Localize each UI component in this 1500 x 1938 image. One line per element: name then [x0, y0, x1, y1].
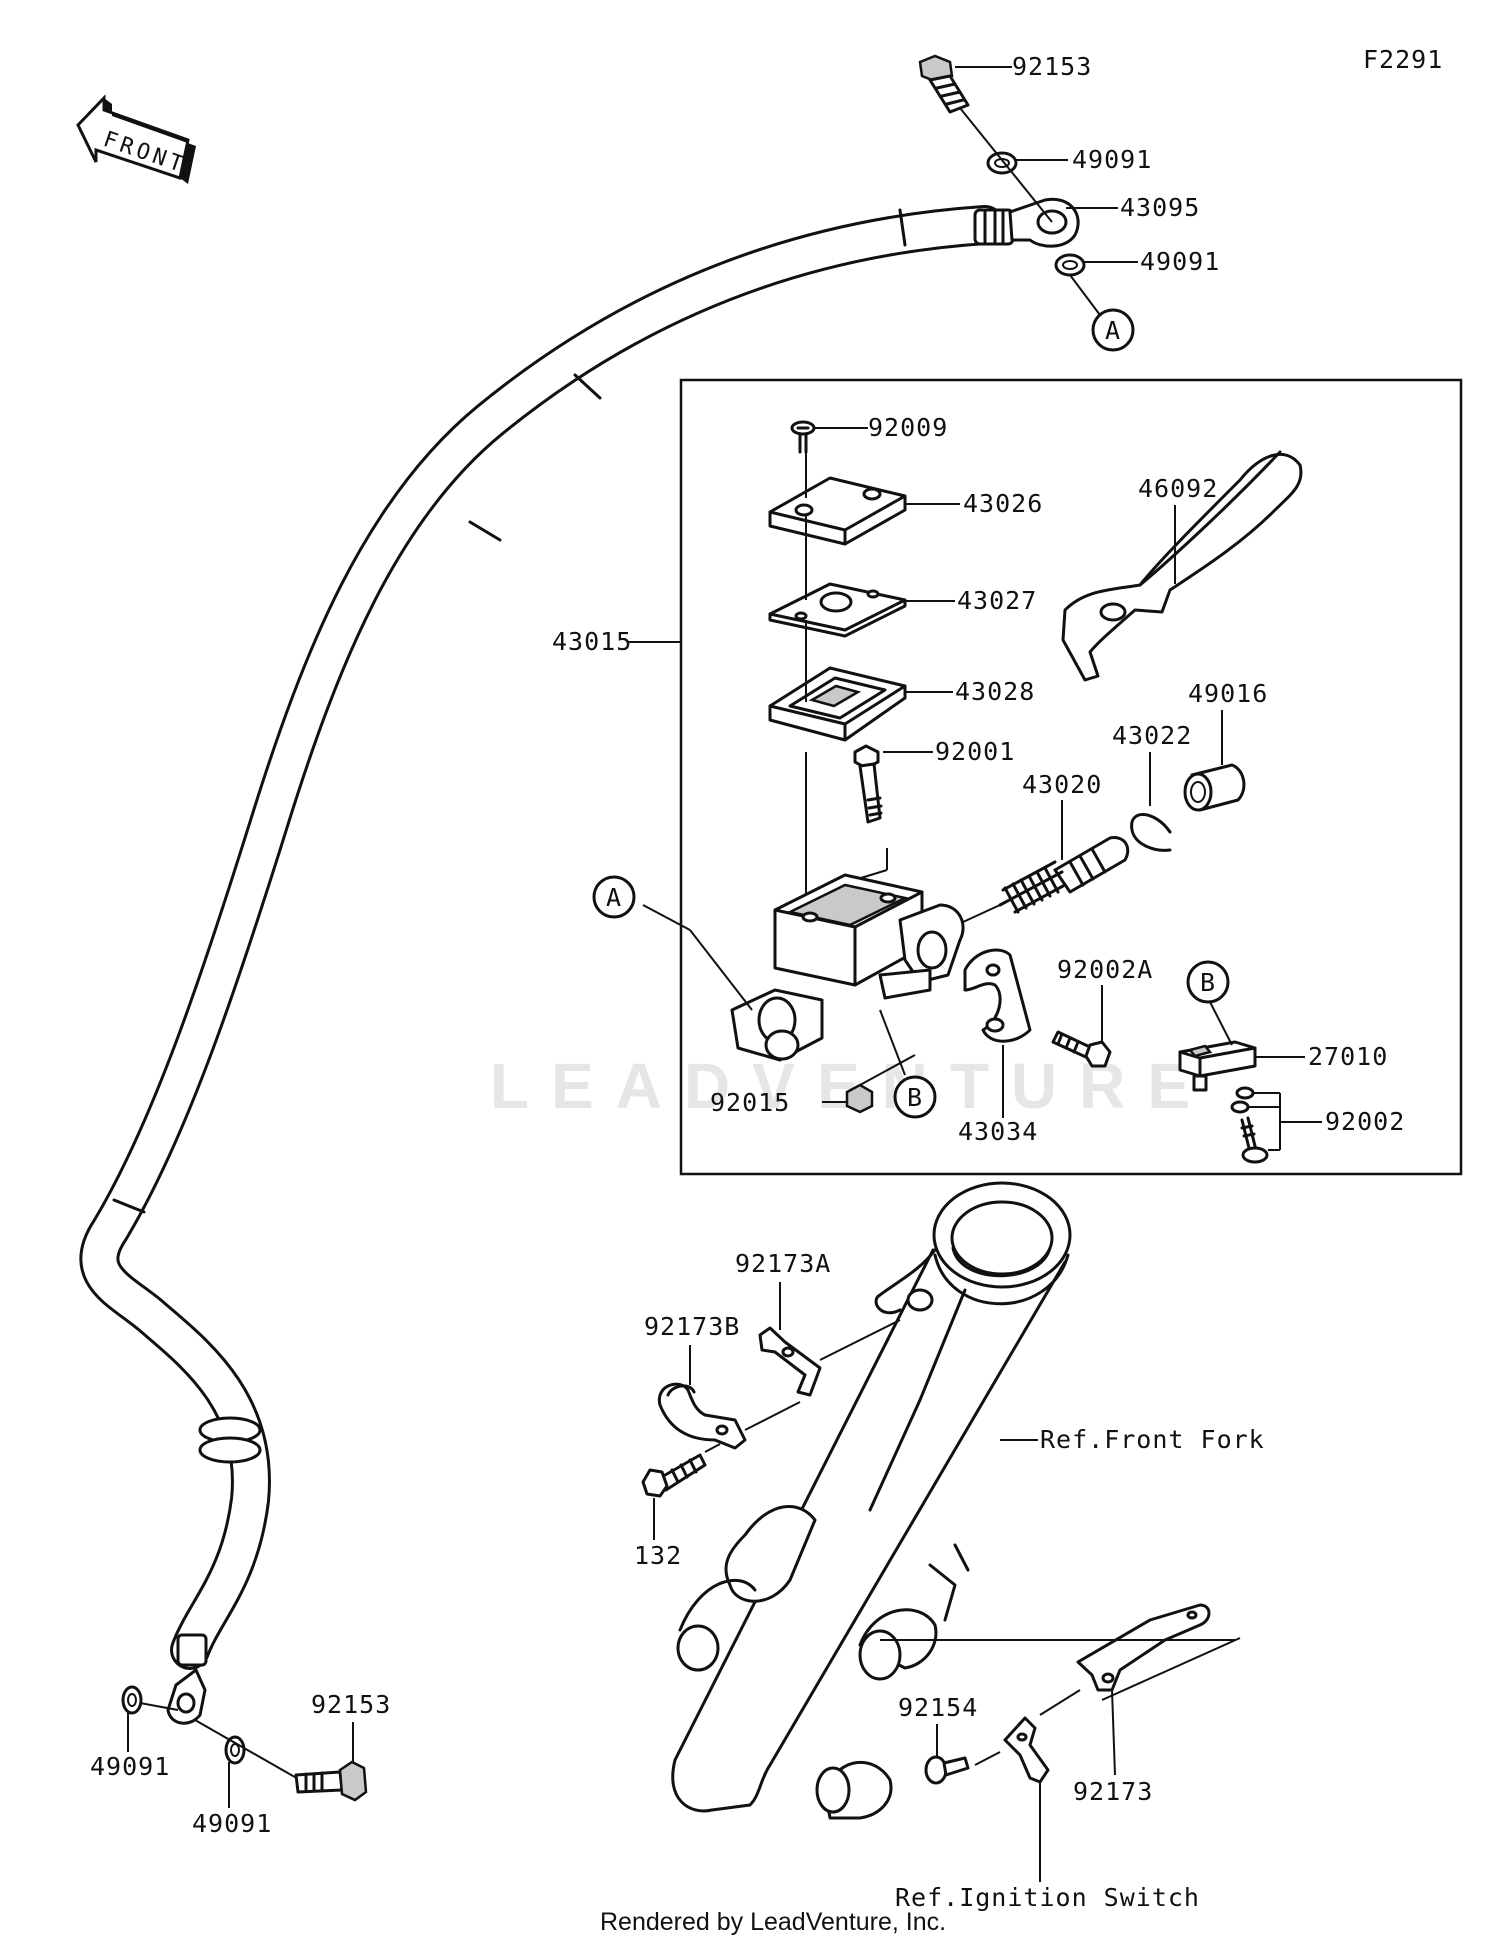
label-49091-bottom1: 49091 — [90, 1752, 170, 1781]
label-27010: 27010 — [1308, 1042, 1388, 1071]
callout-b-left-letter: B — [907, 1083, 923, 1112]
label-43028: 43028 — [955, 677, 1035, 706]
banjo-bottom — [166, 1668, 207, 1725]
label-132: 132 — [634, 1541, 682, 1570]
bolt-92001 — [853, 744, 883, 824]
label-ref-ignition: Ref.Ignition Switch — [895, 1883, 1200, 1912]
switch-27010 — [1178, 1040, 1257, 1092]
reservoir-cap-43026 — [768, 476, 907, 546]
diaphragm-43028 — [768, 666, 907, 742]
callout-a-box — [592, 875, 636, 919]
label-46092: 46092 — [1138, 474, 1218, 503]
label-ref-front-fork: Ref.Front Fork — [1040, 1425, 1265, 1454]
nut-92015 — [845, 1083, 874, 1114]
bolt-92153-top — [918, 54, 970, 114]
label-92015: 92015 — [710, 1088, 790, 1117]
label-92173: 92173 — [1073, 1777, 1153, 1806]
label-92009: 92009 — [868, 413, 948, 442]
clamp-92173B — [657, 1382, 747, 1450]
bracket-92173 — [1076, 1603, 1211, 1692]
label-49091-top1: 49091 — [1072, 145, 1152, 174]
clamp-43034 — [963, 948, 1032, 1043]
callout-b-box-left — [893, 1075, 937, 1119]
circlip-43022 — [1130, 813, 1172, 852]
label-43095: 43095 — [1120, 193, 1200, 222]
watermark: LEADVENTURE — [490, 1050, 1212, 1122]
callout-a-top-letter: A — [1105, 316, 1121, 345]
label-43015: 43015 — [552, 627, 632, 656]
label-92002: 92002 — [1325, 1107, 1405, 1136]
callout-a-box-letter: A — [606, 883, 622, 912]
diaphragm-plate-43027 — [768, 582, 907, 638]
label-43026: 43026 — [963, 489, 1043, 518]
label-43034: 43034 — [958, 1117, 1038, 1146]
bolt-132 — [641, 1453, 707, 1498]
label-49091-top2: 49091 — [1140, 247, 1220, 276]
label-92173A: 92173A — [735, 1249, 831, 1278]
label-49016: 49016 — [1188, 679, 1268, 708]
screw-92154 — [924, 1755, 970, 1785]
label-43022: 43022 — [1112, 721, 1192, 750]
footer-credit: Rendered by LeadVenture, Inc. — [600, 1908, 946, 1936]
callout-b-box-right — [1186, 960, 1230, 1004]
front-fork — [671, 1181, 1072, 1820]
label-43020: 43020 — [1022, 770, 1102, 799]
bolt-92153-bottom — [294, 1760, 368, 1802]
label-92153-bottom: 92153 — [311, 1690, 391, 1719]
washer-92002-b — [1230, 1100, 1250, 1114]
front-direction-arrow: FRONT — [76, 94, 196, 184]
washer-92002-a — [1235, 1086, 1255, 1100]
label-43027: 43027 — [957, 586, 1037, 615]
banjo-top — [1008, 197, 1080, 248]
ignition-switch-bracket — [1003, 1716, 1050, 1784]
brake-hose — [79, 205, 1015, 1670]
label-92154: 92154 — [898, 1693, 978, 1722]
bracket-92173A — [758, 1326, 822, 1397]
label-92001: 92001 — [935, 737, 1015, 766]
callout-b-right-letter: B — [1200, 968, 1216, 997]
label-92002A: 92002A — [1057, 955, 1153, 984]
bushing-49016 — [1183, 763, 1246, 812]
lever-46092 — [1061, 450, 1303, 682]
diagram-code: F2291 — [1363, 45, 1443, 74]
screw-92009 — [790, 420, 816, 454]
label-92153-top: 92153 — [1012, 52, 1092, 81]
piston-43020 — [998, 836, 1130, 914]
callout-a-top — [1091, 308, 1135, 352]
master-cylinder-group-box — [679, 378, 1463, 1176]
label-49091-bottom2: 49091 — [192, 1809, 272, 1838]
label-92173B: 92173B — [644, 1312, 740, 1341]
screw-92002 — [1240, 1116, 1269, 1164]
master-cylinder-body — [730, 873, 965, 1062]
